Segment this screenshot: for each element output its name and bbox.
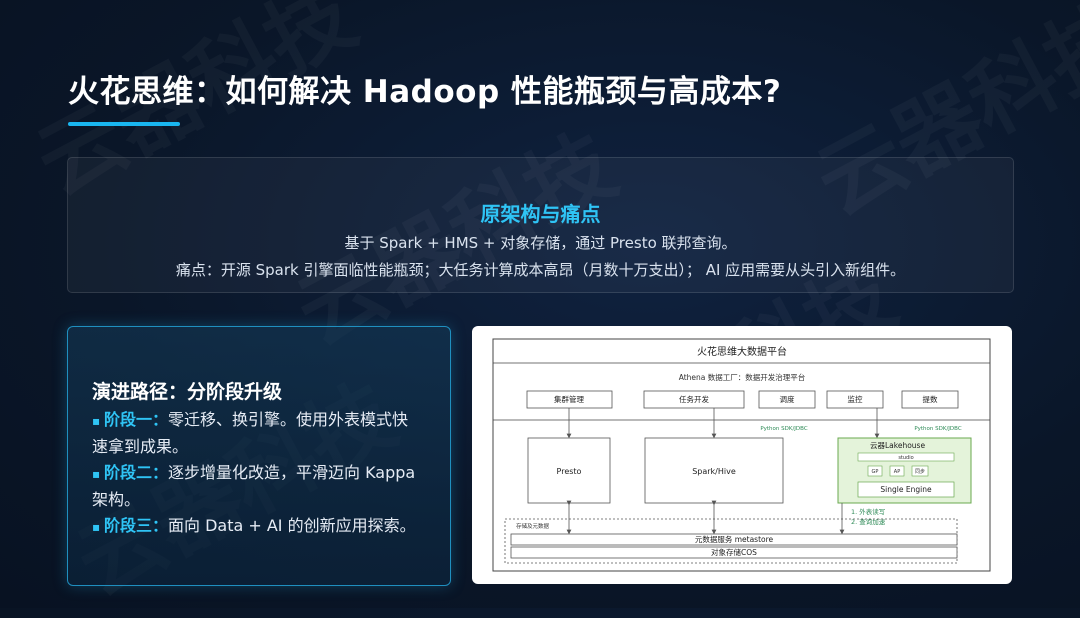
sync-label: 同步 bbox=[915, 469, 925, 475]
lakehouse-title: 云器Lakehouse bbox=[870, 441, 925, 450]
ap-chip bbox=[889, 465, 905, 477]
pain-heading: 原架构与痛点 bbox=[480, 202, 601, 226]
button-schedule-label: 调度 bbox=[780, 394, 795, 404]
stage-name: 阶段一 bbox=[103, 410, 152, 429]
sdk-left-label: Python SDK/JDBC bbox=[760, 426, 808, 432]
stage-item-2: ▪ 阶段二：逐步增量化改造，平滑迈向 Kappa 架构。 bbox=[92, 463, 415, 509]
stage-text: 零迁移、换引擎。使用外表模式快速拿到成果。 bbox=[92, 410, 408, 456]
diagram-frame bbox=[492, 338, 991, 572]
square-bullet-icon: ▪ bbox=[92, 520, 104, 534]
stage-text: 逐步增量化改造，平滑迈向 Kappa 架构。 bbox=[92, 463, 416, 509]
metastore-box bbox=[510, 533, 958, 546]
note-external-rw: 1. 外表读写 bbox=[851, 507, 885, 516]
stage-name: 阶段二 bbox=[103, 463, 152, 482]
storage-label: 存储及元数据 bbox=[516, 522, 550, 530]
presto-box bbox=[527, 437, 611, 504]
factory-label: Athena 数据工厂：数据开发治理平台 bbox=[679, 372, 806, 382]
architecture-diagram-card: 火花思维大数据平台 Athena 数据工厂：数据开发治理平台 集群管理 任务开发… bbox=[472, 326, 1012, 584]
presto-label: Presto bbox=[557, 467, 582, 476]
cos-box bbox=[510, 546, 958, 559]
stage-separator: ： bbox=[151, 516, 168, 535]
evolution-card: 演进路径：分阶段升级 ▪ 阶段一：零迁移、换引擎。使用外表模式快速拿到成果。 ▪… bbox=[67, 326, 451, 586]
sdk-right-label: Python SDK/JDBC bbox=[914, 426, 962, 432]
note-query-accel: 2. 查询加速 bbox=[851, 517, 886, 526]
diagram-title: 火花思维大数据平台 bbox=[697, 345, 787, 358]
sync-chip bbox=[911, 465, 929, 477]
button-cluster-mgmt bbox=[526, 390, 613, 409]
button-extract-label: 提数 bbox=[923, 394, 938, 404]
square-bullet-icon: ▪ bbox=[92, 467, 104, 481]
button-task-dev-label: 任务开发 bbox=[679, 394, 709, 404]
stage-separator: ： bbox=[151, 463, 168, 482]
single-engine-box bbox=[857, 481, 955, 498]
stage-name: 阶段三 bbox=[103, 516, 152, 535]
button-extract bbox=[901, 390, 959, 409]
spark-hive-label: Spark/Hive bbox=[692, 467, 736, 476]
cos-label: 对象存储COS bbox=[711, 547, 757, 557]
button-monitor-label: 监控 bbox=[848, 394, 863, 404]
stage-text: 面向 Data + AI 的创新应用探索。 bbox=[167, 516, 416, 535]
studio-label: studio bbox=[898, 455, 913, 461]
pain-points-card: 原架构与痛点 基于 Spark + HMS + 对象存储，通过 Presto 联… bbox=[67, 157, 1014, 293]
title-underline bbox=[68, 122, 180, 126]
stage-item-3: ▪ 阶段三：面向 Data + AI 的创新应用探索。 bbox=[92, 516, 416, 535]
page-title: 火花思维：如何解决 Hadoop 性能瓶颈与高成本? bbox=[68, 74, 782, 110]
gp-chip bbox=[867, 465, 883, 477]
stage-item-1: ▪ 阶段一：零迁移、换引擎。使用外表模式快速拿到成果。 bbox=[92, 410, 408, 456]
architecture-diagram: 火花思维大数据平台 Athena 数据工厂：数据开发治理平台 集群管理 任务开发… bbox=[492, 338, 991, 572]
square-bullet-icon: ▪ bbox=[92, 414, 104, 428]
pain-points-text: 痛点：开源 Spark 引擎面临性能瓶颈；大任务计算成本高昂（月数十万支出）； … bbox=[175, 261, 906, 279]
architecture-description: 基于 Spark + HMS + 对象存储，通过 Presto 联邦查询。 bbox=[344, 234, 737, 252]
button-monitor bbox=[826, 390, 884, 409]
stage-separator: ： bbox=[151, 410, 168, 429]
gp-label: GP bbox=[872, 469, 879, 475]
button-task-dev bbox=[643, 390, 745, 409]
ap-label: AP bbox=[894, 469, 900, 475]
button-schedule bbox=[758, 390, 816, 409]
single-engine-label: Single Engine bbox=[880, 485, 932, 494]
button-cluster-mgmt-label: 集群管理 bbox=[554, 394, 584, 404]
evolution-heading: 演进路径：分阶段升级 bbox=[92, 381, 283, 403]
metastore-label: 元数据服务 metastore bbox=[695, 534, 774, 544]
evolution-stage-list: ▪ 阶段一：零迁移、换引擎。使用外表模式快速拿到成果。 ▪ 阶段二：逐步增量化改… bbox=[92, 407, 422, 540]
studio-chip bbox=[857, 452, 955, 462]
